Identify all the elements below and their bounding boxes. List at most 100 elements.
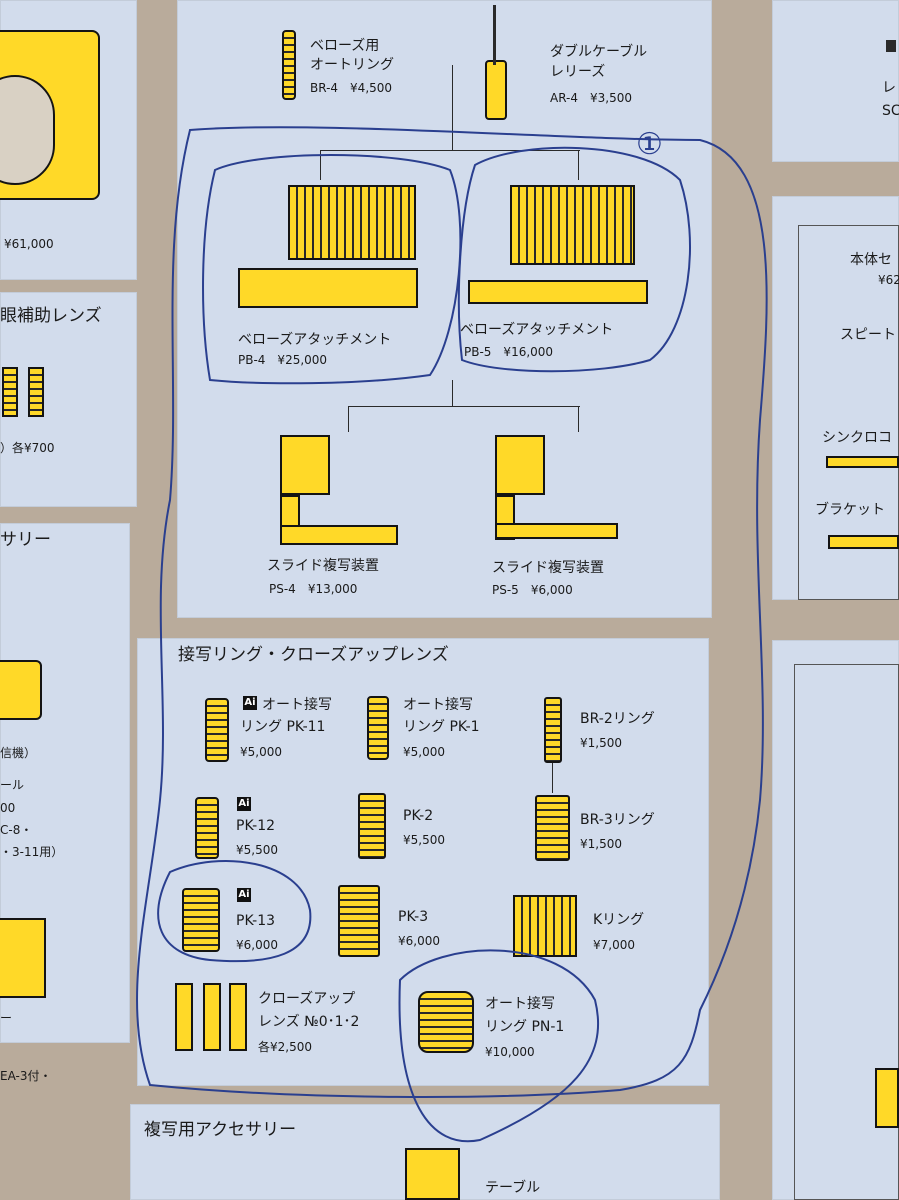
tree-line-top-v — [452, 65, 453, 150]
br2-name: BR-2リング — [580, 711, 655, 727]
pk1-ring-icon — [367, 696, 389, 760]
pk11-price: ¥5,000 — [240, 745, 282, 759]
copy-heading: 複写用アクセサリー — [144, 1120, 297, 1140]
br2-price: ¥1,500 — [580, 736, 622, 750]
pb4-name: ベローズアタッチメント — [238, 332, 392, 348]
tree-line-mid-h — [348, 406, 580, 407]
tree-line-pb4 — [320, 150, 321, 180]
pn1-line1: オート接写 — [485, 996, 555, 1012]
pk13-name: PK-13 — [236, 913, 276, 929]
pk3-price: ¥6,000 — [398, 934, 440, 948]
ar4-cable — [493, 5, 496, 65]
ar4-name-2: レリーズ — [550, 64, 606, 80]
tree-line-mid-v — [452, 380, 453, 406]
pn1-price: ¥10,000 — [485, 1045, 535, 1059]
left-frag6: ー — [0, 1011, 13, 1025]
closeup-lens-2-icon — [229, 983, 247, 1051]
pk11-ai-mark: Ai — [243, 696, 257, 710]
pb5-rail — [468, 280, 648, 304]
ps4-name: スライド複写装置 — [267, 558, 379, 574]
tree-line-ps5 — [578, 406, 579, 432]
closeup-lens-line1: クローズアップ — [258, 991, 356, 1007]
k-ring-set-icon — [513, 895, 577, 957]
bracket-icon — [828, 535, 899, 549]
pn1-ring-icon — [418, 991, 474, 1053]
right-icon-stub — [886, 40, 896, 52]
ps5-price: PS-5 ¥6,000 — [492, 583, 573, 597]
lens-item-2 — [28, 367, 44, 417]
pk3-ring-icon — [338, 885, 380, 957]
pk2-ring-icon — [358, 793, 386, 859]
pk11-line2: リング PK-11 — [240, 719, 326, 735]
pb5-price: PB-5 ¥16,000 — [464, 345, 554, 359]
closeup-heading: 接写リング・クローズアップレンズ — [178, 645, 449, 665]
left-frag5: ・3-11用） — [0, 845, 64, 859]
pk1-line1: オート接写 — [403, 697, 473, 713]
closeup-lens-line2: レンズ №0･1･2 — [258, 1014, 360, 1030]
ar4-cable-release-icon — [485, 60, 507, 120]
pb5-bellows-icon — [510, 185, 635, 265]
right-bottom-illustration — [875, 1068, 899, 1128]
pk12-price: ¥5,500 — [236, 843, 278, 857]
ps4-base — [280, 525, 398, 545]
pk12-ring-icon — [195, 797, 219, 859]
ps4-slide-copier-icon — [280, 435, 330, 495]
br4-name-2: オートリング — [310, 57, 394, 73]
copy-table-label: テーブル — [485, 1180, 541, 1196]
pk13-ring-icon — [182, 888, 220, 952]
ps5-slide-copier-icon — [495, 435, 545, 495]
pb4-bellows-icon — [288, 185, 416, 260]
ar4-name-1: ダブルケーブル — [550, 44, 648, 60]
left-frag4: C-8・ — [0, 823, 33, 837]
lens-item-1 — [2, 367, 18, 417]
left-frag7: EA-3付・ — [0, 1069, 52, 1083]
flash-illustration — [0, 660, 42, 720]
right-body-heading: 本体セ — [850, 252, 892, 268]
lens-price: ）各¥700 — [0, 441, 55, 455]
br2-br3-connector — [552, 763, 553, 793]
lens-heading: 眼補助レンズ — [0, 306, 102, 326]
pk1-price: ¥5,000 — [403, 745, 445, 759]
br3-name: BR-3リング — [580, 812, 655, 828]
ps4-price: PS-4 ¥13,000 — [269, 582, 358, 596]
k-ring-price: ¥7,000 — [593, 938, 635, 952]
ps5-name: スライド複写装置 — [492, 560, 604, 576]
left-panel-lens — [0, 292, 137, 507]
tree-line-top-h — [320, 150, 580, 151]
br4-auto-ring-icon — [282, 30, 296, 100]
pb5-name: ベローズアタッチメント — [460, 322, 614, 338]
right-frag1: レ — [882, 80, 896, 96]
battery-illustration — [0, 918, 46, 998]
br3-price: ¥1,500 — [580, 837, 622, 851]
pb4-rail — [238, 268, 418, 308]
br4-name-1: ベローズ用 — [310, 38, 380, 54]
right-panel-top — [772, 0, 899, 162]
ps5-base — [495, 523, 618, 539]
br4-price: BR-4 ¥4,500 — [310, 81, 393, 95]
pn1-line2: リング PN-1 — [485, 1019, 565, 1035]
right-sync: シンクロコ — [822, 430, 892, 446]
pb4-price: PB-4 ¥25,000 — [238, 353, 328, 367]
pk11-ring-icon — [205, 698, 229, 762]
pk12-ai-mark: Ai — [237, 797, 251, 811]
right-frag2: SC — [882, 103, 899, 119]
pk11-line1: オート接写 — [262, 697, 332, 713]
right-bracket: ブラケット — [815, 502, 885, 518]
pk2-name: PK-2 — [403, 808, 434, 824]
closeup-lens-0-icon — [175, 983, 193, 1051]
copy-table-icon — [405, 1148, 460, 1200]
closeup-lens-price: 各¥2,500 — [258, 1040, 312, 1054]
tree-line-pb5 — [578, 150, 579, 180]
acc-heading: サリー — [0, 530, 51, 550]
camera-lens-mount — [0, 75, 55, 185]
pk12-name: PK-12 — [236, 818, 276, 834]
pen-mark-number: ① — [636, 127, 663, 162]
closeup-lens-1-icon — [203, 983, 221, 1051]
pk1-line2: リング PK-1 — [403, 719, 480, 735]
sync-cord-icon — [826, 456, 899, 468]
right-body-price: ¥62 — [878, 273, 899, 287]
br2-ring-icon — [544, 697, 562, 763]
pk2-price: ¥5,500 — [403, 833, 445, 847]
left-frag1: 信機） — [0, 746, 37, 760]
right-speed: スピート — [840, 327, 896, 343]
